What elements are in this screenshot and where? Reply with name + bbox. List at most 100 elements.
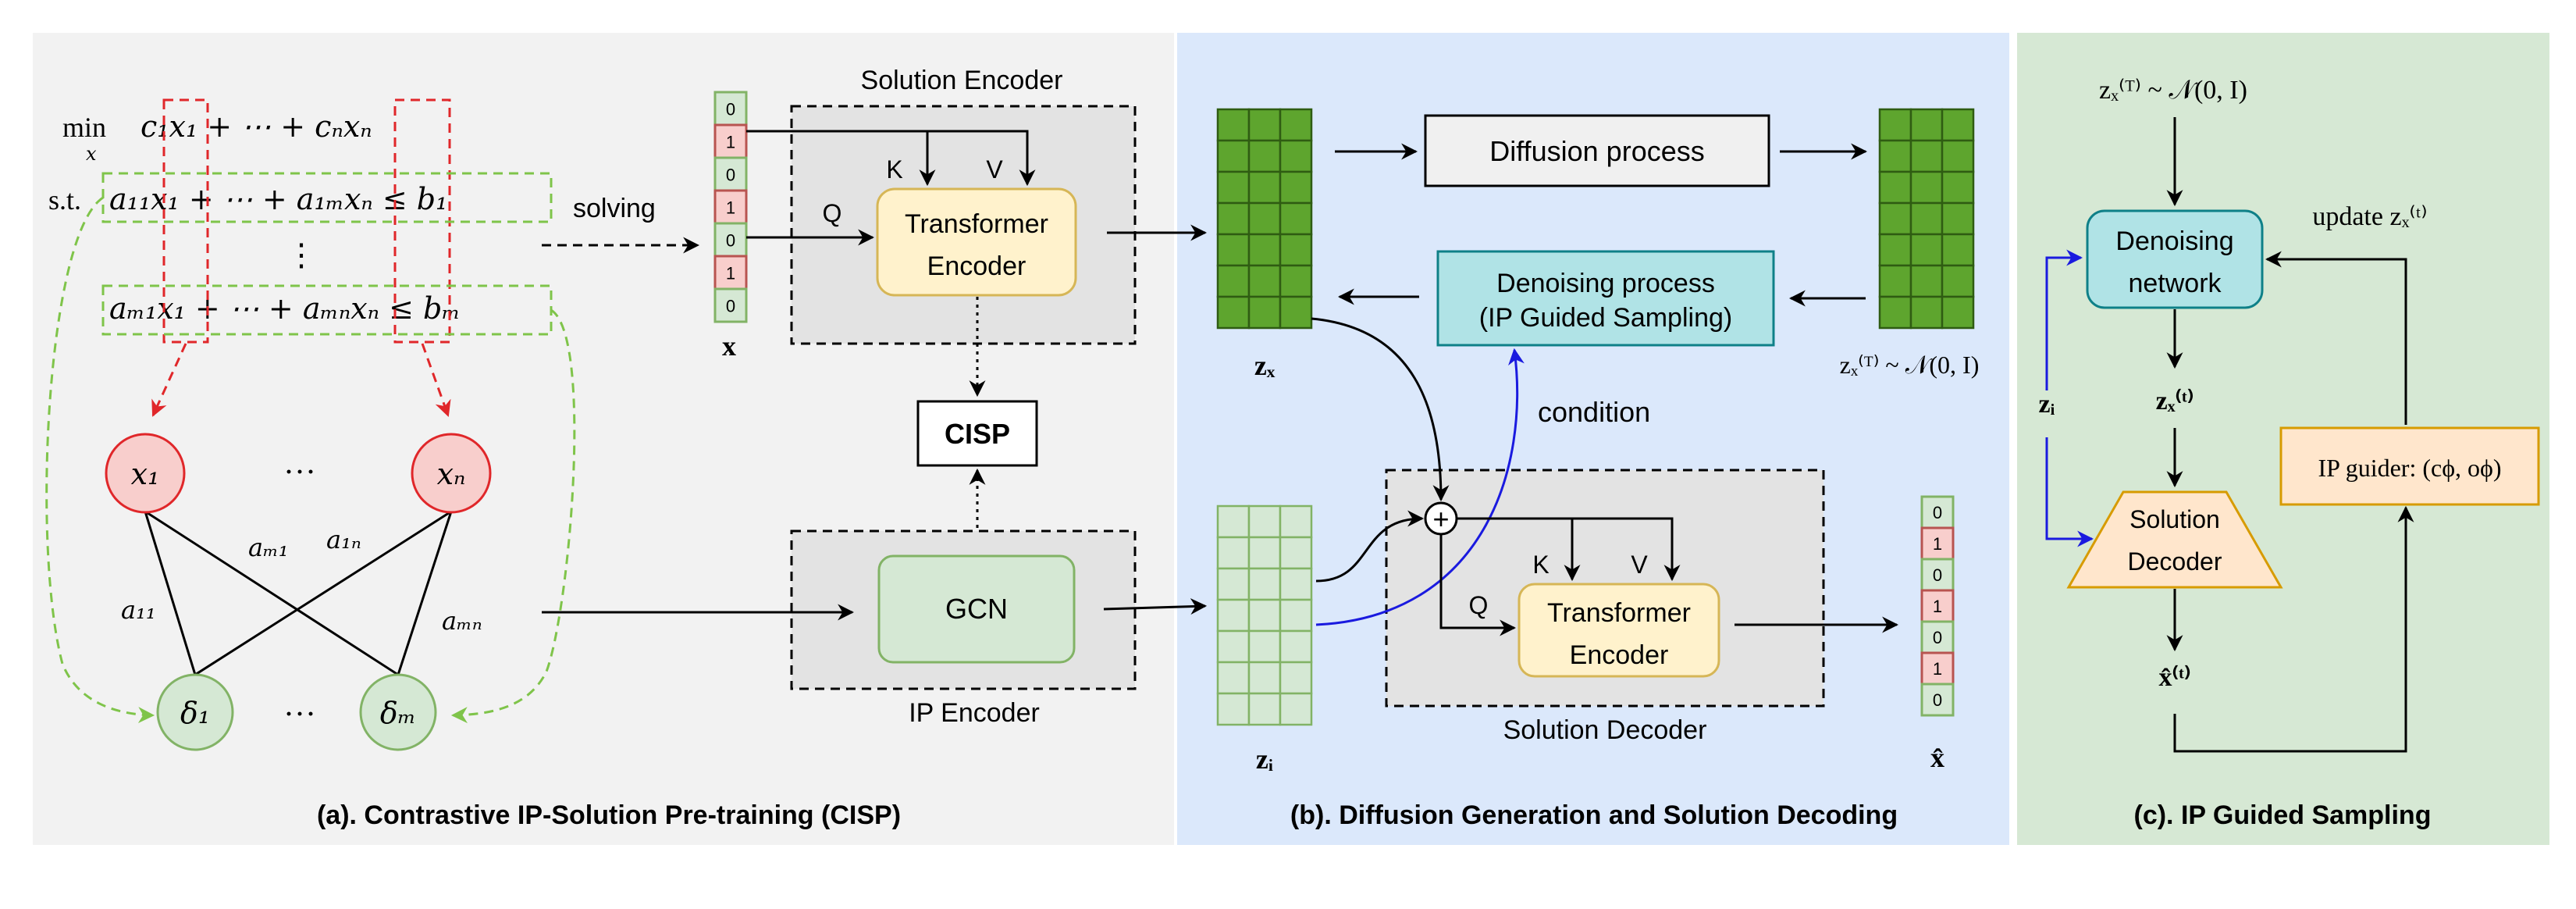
output-vector-cell — [1920, 651, 1955, 686]
output-vector-cell-value: 0 — [1933, 503, 1942, 522]
zi-cell — [1279, 536, 1313, 570]
zi-cell — [1247, 598, 1282, 633]
decoder-q-arrow — [1439, 534, 1517, 636]
zx-cell — [1216, 108, 1251, 142]
gcn-box — [877, 554, 1076, 664]
c-decoder-line-2: Decoder — [2128, 547, 2222, 576]
zT-cell — [1878, 139, 1912, 173]
zx-cell — [1279, 170, 1313, 205]
panel-b-caption: (b). Diffusion Generation and Solution D… — [1290, 800, 1898, 830]
transformer-line-1: Transformer — [905, 209, 1048, 239]
denoising-network-box — [2086, 209, 2264, 309]
solution-vector-cell-value: 1 — [726, 132, 735, 152]
objective-text: c₁x₁ + ⋯ + cₙxₙ — [141, 109, 372, 144]
edge-label-amn: aₘₙ — [442, 606, 482, 636]
st-label: s.t. — [48, 184, 81, 216]
zi-cell — [1247, 567, 1282, 601]
zx-latent-grid — [1216, 108, 1313, 330]
zT-cell — [1941, 108, 1975, 142]
xhat-label: x̂ — [1930, 742, 1944, 773]
solution-vector-cell — [713, 287, 748, 323]
panel-c-caption: (c). IP Guided Sampling — [2134, 800, 2432, 830]
zx-cell — [1279, 139, 1313, 173]
decoder-transformer-line-2: Encoder — [1570, 640, 1669, 670]
green-arrow-delta1 — [45, 196, 155, 724]
zT-cell — [1909, 201, 1944, 236]
panel-a-caption: (a). Contrastive IP-Solution Pre-trainin… — [317, 800, 901, 830]
zT-cell — [1909, 108, 1944, 142]
edge-label-am1: aₘ₁ — [248, 533, 289, 562]
zT-cell — [1909, 170, 1944, 205]
zx-cell — [1279, 264, 1313, 298]
x-label: x — [722, 330, 736, 362]
zi-cell — [1216, 536, 1251, 570]
min-label: min — [62, 112, 106, 143]
con-node-deltam-label: δₘ — [380, 696, 416, 730]
decoder-v-label: V — [1631, 551, 1648, 579]
zi-cell — [1247, 504, 1282, 539]
var-ellipsis: ··· — [283, 454, 316, 490]
zi-cell — [1279, 661, 1313, 695]
denoising-line-2: (IP Guided Sampling) — [1479, 303, 1732, 333]
zT-label: zₓ⁽ᵀ⁾ ~ 𝒩(0, I) — [1840, 351, 1980, 379]
c-xhat-label: x̂⁽ᵗ⁾ — [2159, 663, 2191, 692]
zx-cell — [1279, 233, 1313, 267]
zT-cell — [1909, 139, 1944, 173]
zx-cell — [1279, 295, 1313, 330]
denoising-network-line-1: Denoising — [2115, 226, 2233, 256]
c-zi-label: zᵢ — [2038, 390, 2055, 419]
zT-cell — [1941, 264, 1975, 298]
zT-cell — [1878, 108, 1912, 142]
var-node-x1 — [105, 433, 186, 514]
zi-cell — [1216, 692, 1251, 726]
var-node-xn — [411, 433, 492, 514]
zi-cell — [1279, 504, 1313, 539]
gcn-to-zi-arrow — [1103, 598, 1208, 615]
plus-label: + — [1432, 503, 1449, 535]
decoder-transformer — [1517, 583, 1720, 678]
solution-encoder-title: Solution Encoder — [861, 66, 1063, 95]
cisp-box — [916, 400, 1038, 467]
zx-cell — [1216, 201, 1251, 236]
zi-cell — [1216, 629, 1251, 664]
zx-cell — [1216, 170, 1251, 205]
red-arrow-x1 — [151, 343, 187, 417]
vertical-dots: ⋮ — [286, 237, 317, 273]
zi-cell — [1279, 692, 1313, 726]
zx-cell — [1247, 201, 1282, 236]
zT-cell — [1909, 295, 1944, 330]
zi-label: zᵢ — [1256, 743, 1273, 775]
denoising-line-1: Denoising process — [1496, 269, 1715, 298]
min-subscript: x — [86, 143, 97, 165]
solution-vector-cell-value: 0 — [726, 230, 735, 250]
solution-vector-cell-value: 0 — [726, 99, 735, 119]
ip-encoder-title: IP Encoder — [909, 698, 1040, 728]
update-label: update zₓ⁽ᵗ⁾ — [2312, 202, 2427, 231]
zi-to-denoise-arrow — [2045, 249, 2083, 390]
con-node-deltam — [359, 673, 437, 751]
output-vector-cell — [1920, 683, 1955, 717]
k-label: K — [886, 155, 902, 184]
denoising-process-box — [1436, 250, 1775, 347]
zT-cell — [1909, 233, 1944, 267]
solving-label: solving — [573, 194, 656, 223]
zx-cell — [1216, 139, 1251, 173]
green-arrow-deltam — [450, 308, 576, 724]
decoder-transformer-line-1: Transformer — [1547, 598, 1691, 628]
gcn-label: GCN — [945, 593, 1008, 625]
solution-decoder-trapezoid — [2066, 490, 2283, 589]
zi-to-decoder-arrow — [2045, 437, 2094, 547]
zT-cell — [1878, 264, 1912, 298]
condition-label: condition — [1538, 396, 1650, 428]
c-decoder-line-1: Solution — [2129, 505, 2220, 533]
solution-vector-cell-value: 0 — [726, 165, 735, 184]
q-label: Q — [823, 199, 842, 227]
zt-label: zₓ⁽ᵗ⁾ — [2156, 387, 2194, 415]
ip-guider-label: IP guider: (cϕ, oϕ) — [2318, 454, 2501, 482]
zx-cell — [1216, 295, 1251, 330]
zx-cell — [1247, 233, 1282, 267]
output-vector-cell-value: 0 — [1933, 565, 1942, 585]
condition-arrow — [1315, 348, 1525, 626]
